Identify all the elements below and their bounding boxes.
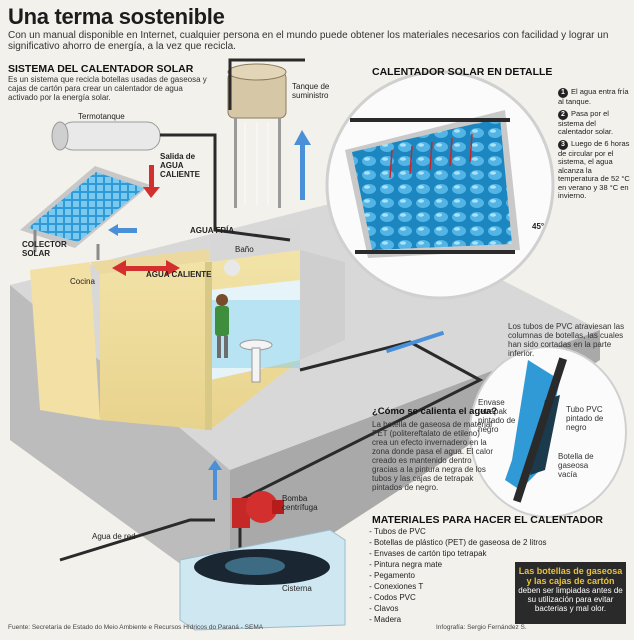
label-cisterna: Cisterna (282, 584, 312, 593)
list-item: Madera (374, 614, 547, 625)
intro-text: Con un manual disponible en Internet, cu… (8, 30, 609, 52)
label-termotanque: Termotanque (78, 112, 125, 121)
bathroom (215, 260, 273, 383)
bottle-detail (469, 346, 627, 518)
how-text: La botella de gaseosa de material PET (p… (372, 420, 493, 492)
label-agua-fria: AGUA FRÍA (190, 226, 235, 235)
termotanque (51, 121, 161, 151)
cistern (179, 529, 346, 631)
footer-source: Fuente: Secretaría de Estado do Meio Amb… (8, 624, 264, 631)
detail-heading: CALENTADOR SOLAR EN DETALLE (372, 66, 553, 78)
label-agua-red: Agua de red (92, 532, 136, 541)
solar-collector (20, 166, 150, 260)
left-heading: SISTEMA DEL CALENTADOR SOLAR (8, 63, 194, 75)
list-item: Conexiones T (374, 581, 547, 592)
materials-heading: MATERIALES PARA HACER EL CALENTADOR (372, 514, 603, 526)
label-envase: Envase tetrapak pintado de negro (478, 398, 516, 434)
label-cocina: Cocina (70, 277, 95, 286)
list-item: Envases de cartón tipo tetrapak (374, 548, 547, 559)
label-tubo: Tubo PVC pintado de negro (566, 405, 604, 432)
label-colector: COLECTOR SOLAR (22, 240, 67, 258)
how-heading: ¿Cómo se calienta el agua? (372, 406, 498, 417)
tip-text: deben ser limpiadas antes de su utilizac… (518, 586, 623, 613)
supply-tank (227, 63, 287, 208)
tip-title: Las botellas de gaseosa y las cajas de c… (518, 566, 623, 586)
footer-credit: Infografía: Sergio Fernández S. (436, 624, 527, 631)
list-item: Botellas de plástico (PET) de gaseosa de… (374, 537, 547, 548)
tip-box: Las botellas de gaseosa y las cajas de c… (515, 562, 626, 624)
label-botella: Botella de gaseosa vacía (558, 452, 594, 479)
list-item: Tubos de PVC (374, 526, 547, 537)
label-bano: Baño (235, 245, 254, 254)
label-salida: Salida de AGUA CALIENTE (160, 152, 200, 179)
label-agua-caliente: AGUA CALIENTE (146, 270, 212, 279)
pump (232, 491, 284, 528)
pvc-note: Los tubos de PVC atraviesan las columnas… (508, 322, 625, 358)
list-item: Codos PVC (374, 592, 547, 603)
label-bomba: Bomba centrífuga (282, 494, 318, 512)
angle-label: 45° (532, 222, 545, 231)
list-item: Pintura negra mate (374, 559, 547, 570)
detail-magnifier (325, 70, 555, 300)
label-tanque: Tanque de suministro (292, 82, 330, 100)
list-item: Clavos (374, 603, 547, 614)
list-item: Pegamento (374, 570, 547, 581)
left-description: Es un sistema que recicla botellas usada… (8, 75, 207, 102)
materials-list: Tubos de PVC Botellas de plástico (PET) … (362, 526, 547, 625)
page-title: Una terma sostenible (8, 4, 225, 29)
